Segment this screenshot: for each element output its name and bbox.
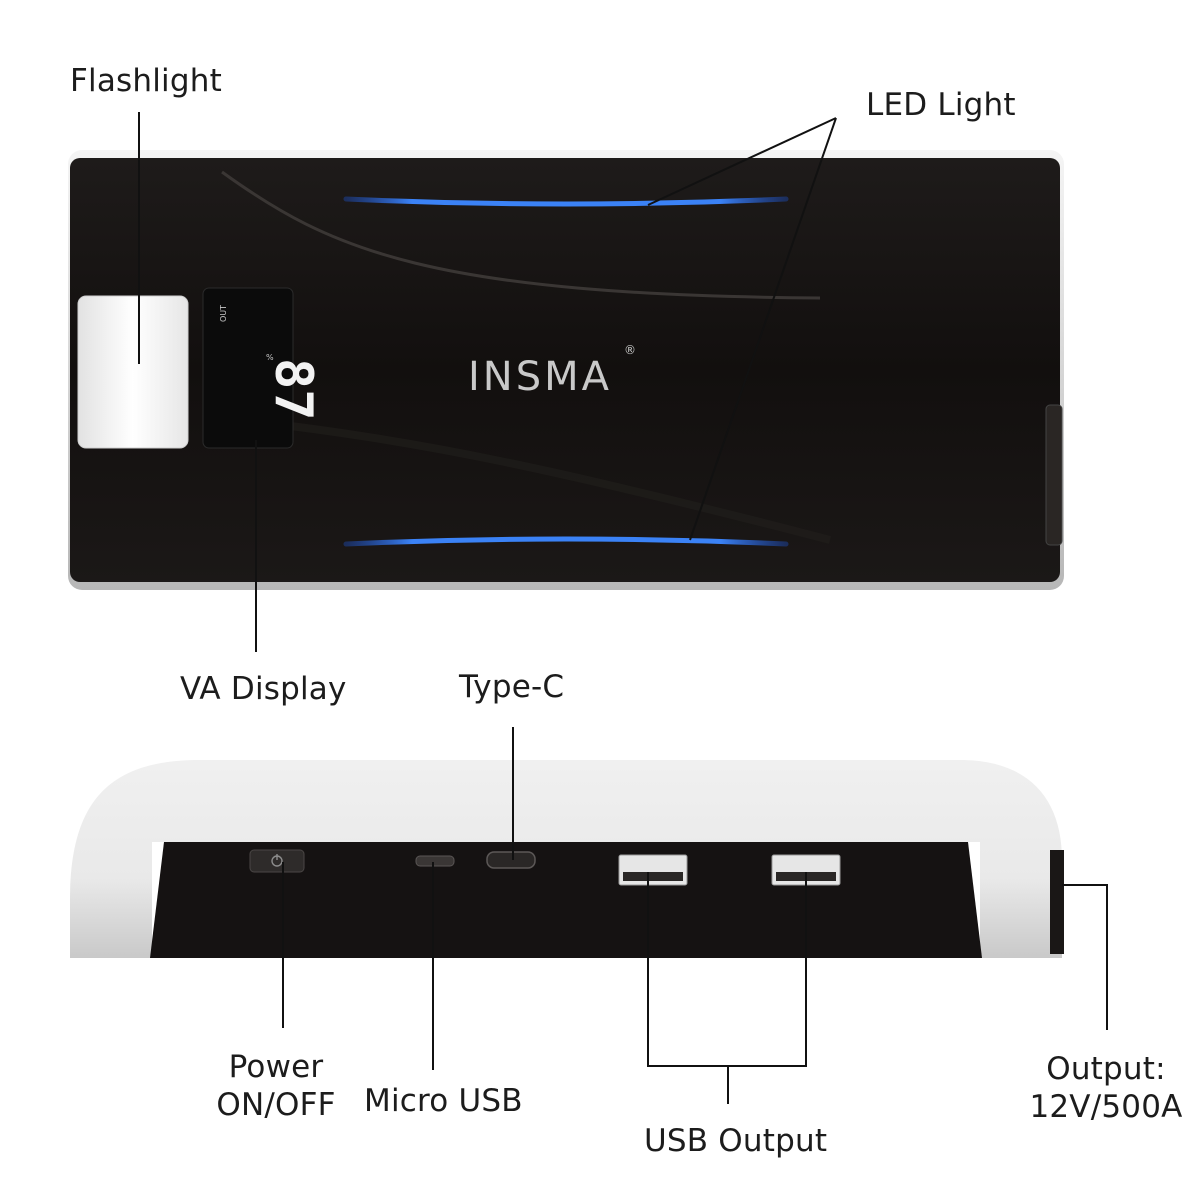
output-clamp-connector[interactable]: [1050, 850, 1064, 954]
display-mode-label: OUT: [219, 305, 228, 322]
type-c-port[interactable]: [486, 851, 536, 869]
output-leader: [1062, 884, 1108, 1030]
va-display-panel: [202, 287, 294, 449]
power-button[interactable]: [249, 849, 305, 873]
label-va-display: VA Display: [180, 671, 347, 707]
label-power-line1: Power: [228, 1049, 324, 1085]
label-micro-usb: Micro USB: [364, 1083, 523, 1119]
led-leader-bottom: [689, 117, 837, 541]
display-unit: %: [266, 353, 274, 362]
side-clamp-port: [1045, 404, 1063, 546]
body-swoosh-lower: [239, 416, 832, 544]
label-power-line2: ON/OFF: [216, 1087, 336, 1123]
usb-output-port-1-tongue: [623, 872, 683, 881]
brand-logo: INSMA: [468, 354, 612, 400]
power-icon: [271, 854, 283, 867]
top-body: [70, 158, 1060, 582]
top-view: OUT 87 % INSMA ®: [68, 150, 1064, 590]
label-power: Power ON/OFF: [216, 1048, 335, 1124]
side-view: [70, 760, 1064, 958]
label-output-line2: 12V/500A: [1029, 1089, 1183, 1125]
display-digits: 87: [263, 358, 323, 421]
led-light-top: [343, 196, 789, 207]
leader-lines: [138, 112, 1108, 1104]
label-output: Output: 12V/500A: [1029, 1050, 1182, 1126]
led-light-bottom: [343, 536, 789, 547]
flashlight-lens: [77, 295, 189, 449]
brand-registered-mark: ®: [624, 343, 636, 357]
label-led-light: LED Light: [866, 87, 1016, 123]
label-usb-output: USB Output: [644, 1123, 828, 1159]
micro-usb-port[interactable]: [415, 855, 455, 867]
label-type-c: Type-C: [459, 669, 565, 705]
side-shell: [70, 760, 1062, 958]
led-leader-top: [647, 117, 837, 206]
label-flashlight: Flashlight: [70, 63, 222, 99]
body-swoosh: [221, 170, 821, 300]
label-output-line1: Output:: [1046, 1051, 1166, 1087]
